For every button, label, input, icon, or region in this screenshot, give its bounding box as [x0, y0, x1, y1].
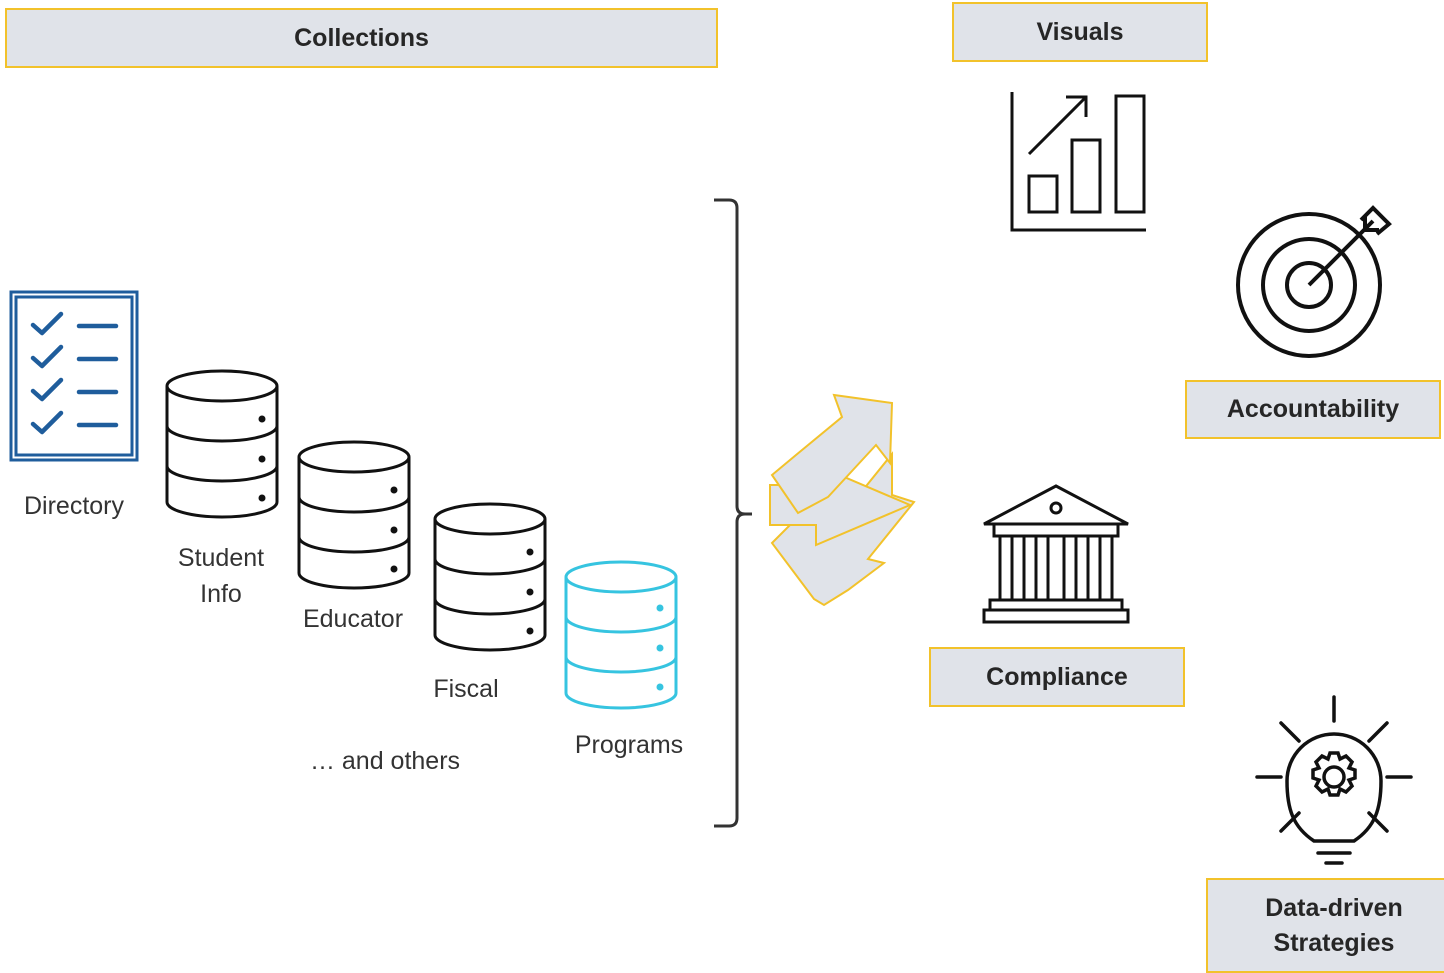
visuals-header-label: Visuals	[1036, 17, 1124, 46]
strategies-label-line1: Data-driven	[1265, 893, 1403, 922]
strategies-label-line2: Strategies	[1273, 928, 1395, 957]
right-bracket	[714, 198, 752, 828]
fiscal-label: Fiscal	[433, 675, 499, 703]
checklist-icon	[9, 290, 139, 462]
target-icon	[1236, 205, 1392, 358]
visuals-header: Visuals	[952, 2, 1208, 62]
directory-label: Directory	[23, 492, 124, 520]
lightbulb-gear-icon	[1255, 695, 1413, 865]
strategies-box: Data-driven Strategies	[1206, 878, 1444, 973]
accountability-box: Accountability	[1185, 380, 1441, 439]
programs-label: Programs	[574, 731, 684, 759]
database-icon	[165, 369, 279, 519]
student-info-label: Student Info	[160, 540, 282, 613]
bar-chart-trend-icon	[1010, 92, 1146, 232]
government-building-icon	[982, 484, 1130, 624]
compliance-label: Compliance	[986, 662, 1128, 691]
others-label: … and others	[309, 747, 461, 775]
accountability-label: Accountability	[1226, 395, 1400, 423]
educator-label: Educator	[302, 605, 404, 633]
compliance-box: Compliance	[929, 647, 1185, 707]
branching-arrows-icon	[769, 393, 916, 607]
database-icon	[564, 560, 678, 710]
collections-header: Collections	[5, 8, 718, 68]
collections-header-label: Collections	[294, 23, 429, 52]
database-icon	[297, 440, 411, 590]
student-info-label-line2: Info	[200, 580, 242, 609]
student-info-label-line1: Student	[177, 544, 265, 572]
database-icon	[433, 502, 547, 652]
